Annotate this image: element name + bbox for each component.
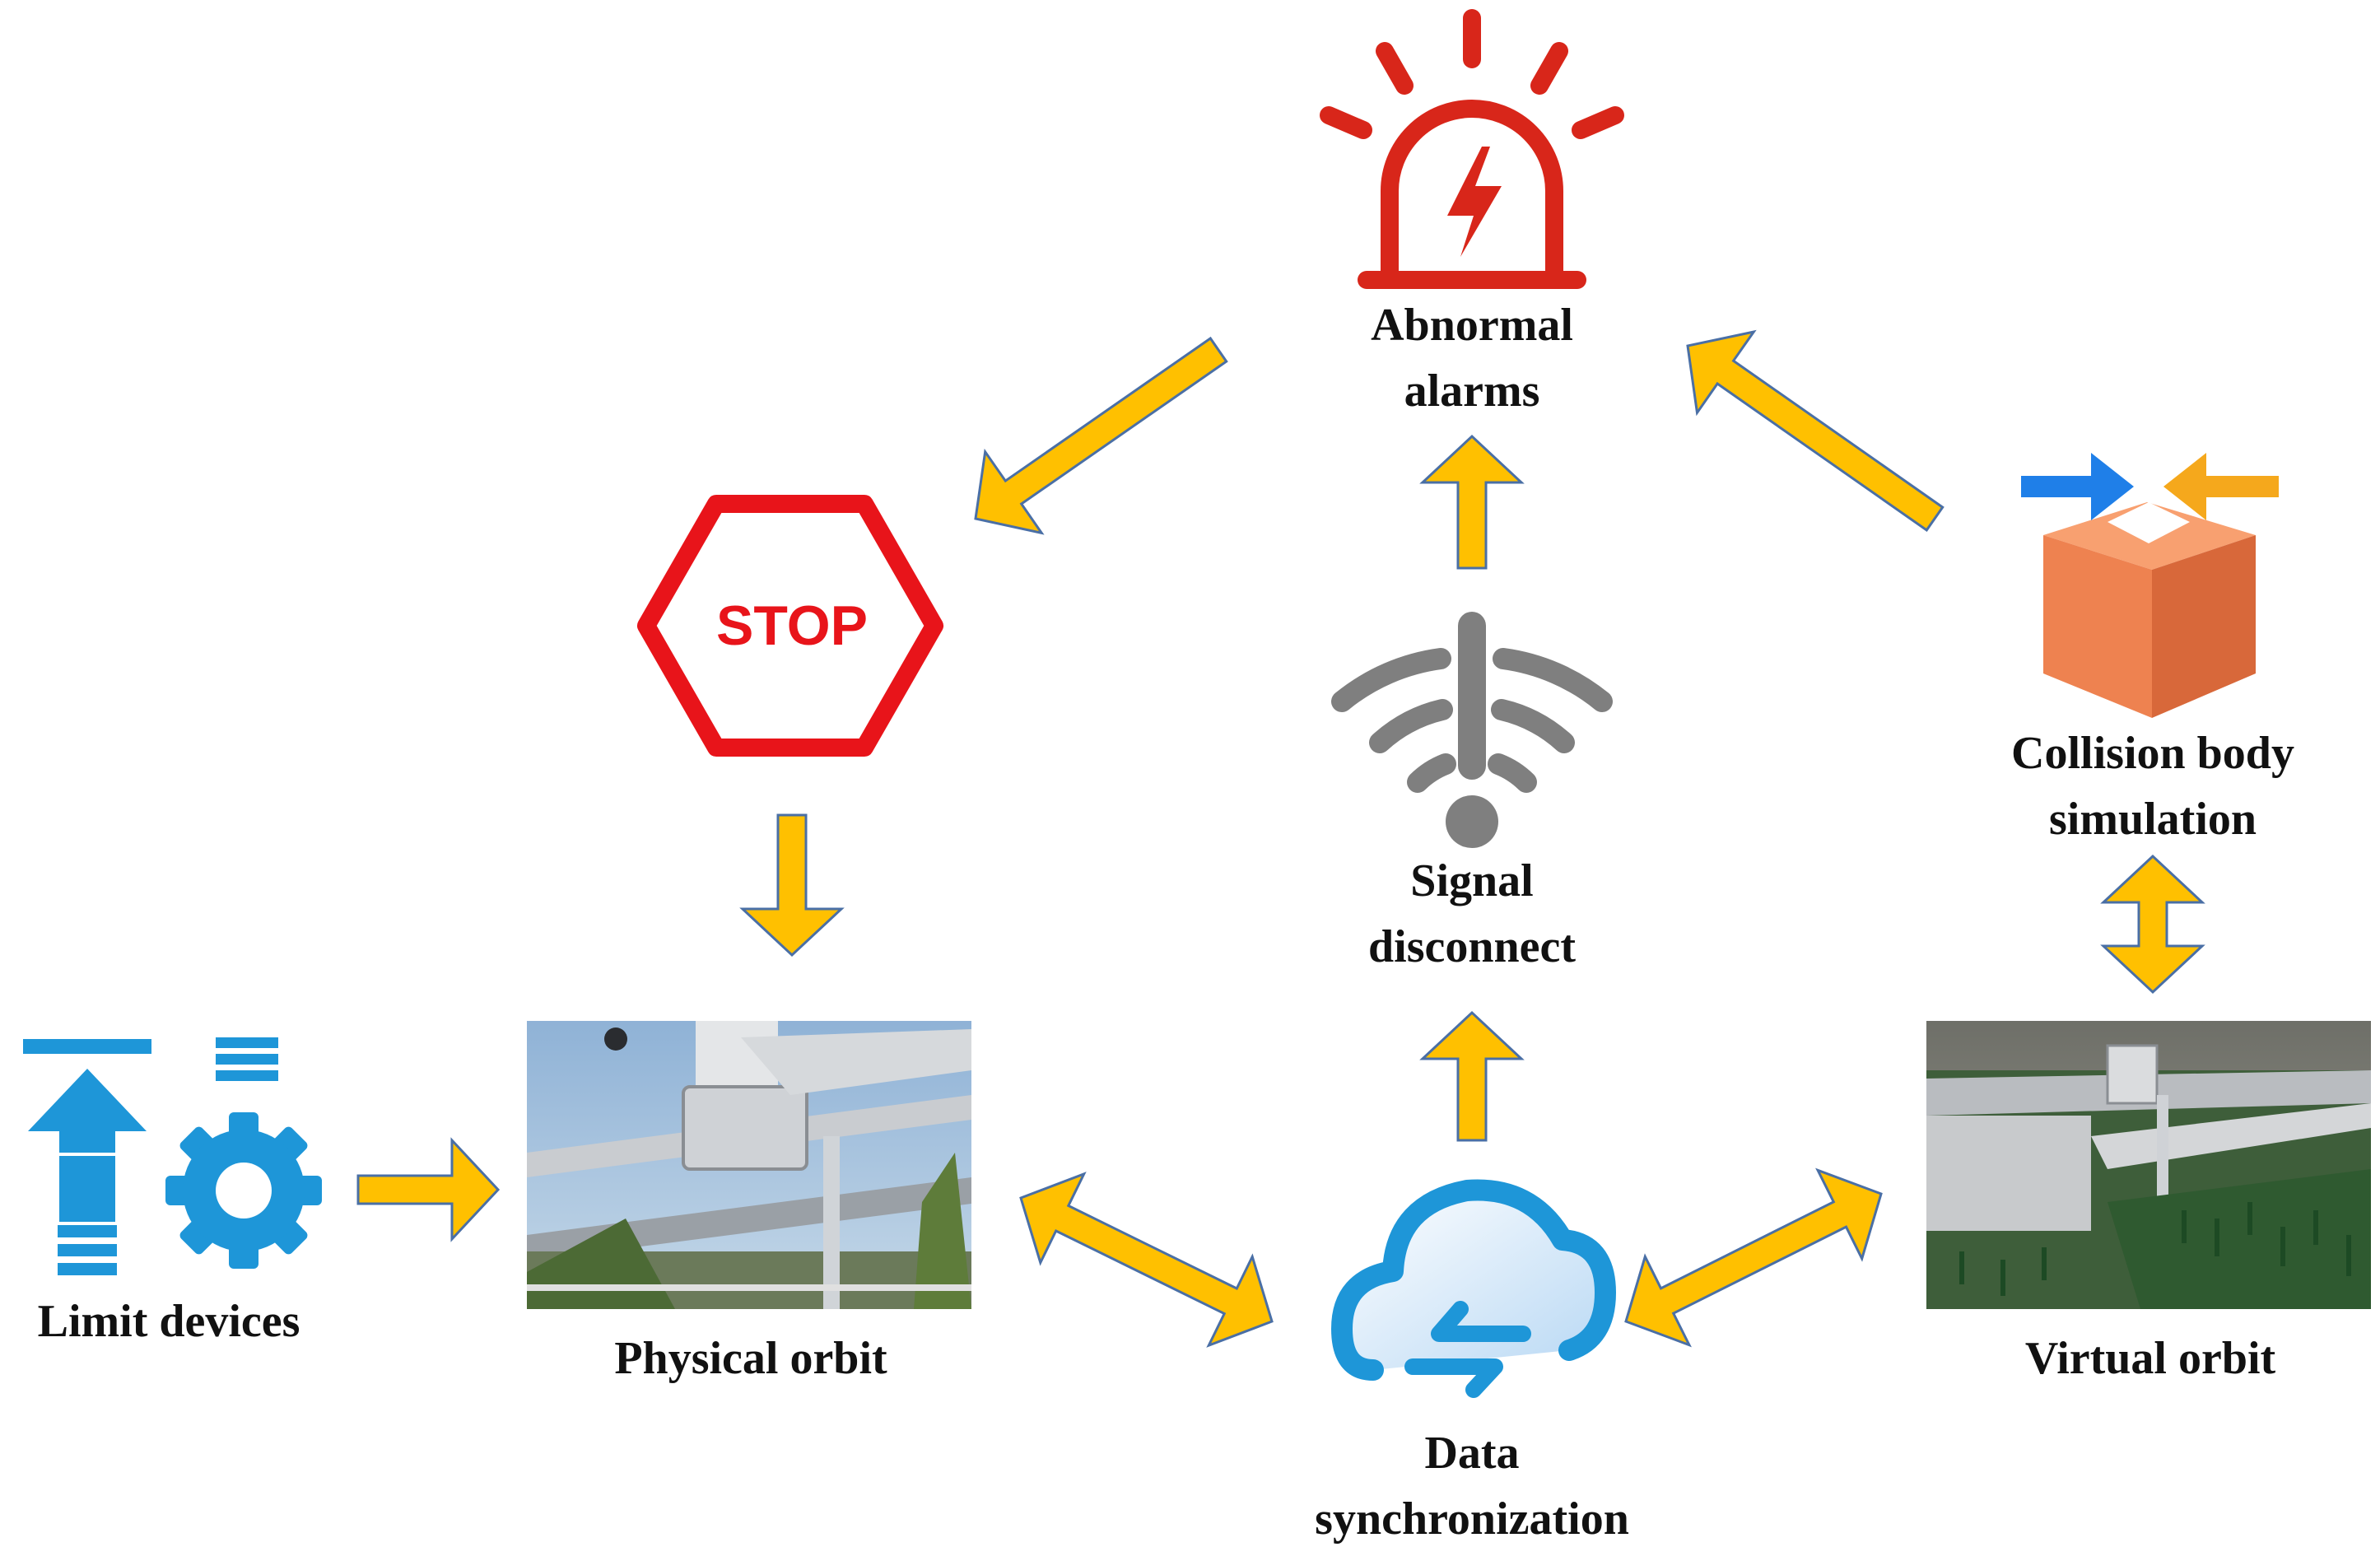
flow-arrows <box>356 329 2205 1348</box>
wifi-dot-icon <box>1446 795 1498 848</box>
signal-disconnect-line2: disconnect <box>1368 921 1576 972</box>
virtual-orbit-line1: Virtual orbit <box>2024 1333 2276 1384</box>
wifi-disconnect-icon <box>1331 612 1613 793</box>
abnormal-alarms-line2: alarms <box>1404 366 1540 417</box>
collision-body-line1: Collision body <box>2011 728 2294 779</box>
physical-orbit-image <box>527 1021 971 1309</box>
limit-devices-line1: Limit devices <box>37 1296 300 1347</box>
virtual-orbit-image <box>1926 1021 2371 1309</box>
arrow-collision-virtual <box>2100 854 2205 995</box>
arrow-stop-to-physical <box>739 813 845 958</box>
arrow-physical-data-sync <box>1019 1172 1274 1348</box>
data-sync-line1: Data <box>1424 1428 1520 1479</box>
collision-cube-icon <box>2021 453 2279 718</box>
data-synchronization-label: Data synchronization <box>1315 1420 1629 1552</box>
signal-disconnect-line1: Signal <box>1410 855 1534 906</box>
signal-disconnect-label: Signal disconnect <box>1368 848 1576 980</box>
physical-orbit-label: Physical orbit <box>614 1326 887 1391</box>
arrow-limit-to-physical <box>356 1137 501 1242</box>
arrow-signal-to-alarms <box>1419 434 1525 570</box>
cloud-sync-icon <box>1331 1179 1616 1398</box>
collision-body-simulation-label: Collision body simulation <box>2011 720 2294 852</box>
limit-devices-label: Limit devices <box>38 1288 300 1354</box>
physical-orbit-line1: Physical orbit <box>614 1333 887 1384</box>
stop-sign-text: STOP <box>716 594 868 657</box>
abnormal-alarms-line1: Abnormal <box>1371 300 1573 351</box>
abnormal-alarms-label: Abnormal alarms <box>1371 292 1573 424</box>
arrow-alarms-to-stop <box>974 336 1228 535</box>
stop-sign-icon <box>637 495 943 757</box>
data-sync-line2: synchronization <box>1315 1493 1629 1545</box>
limit-arrow-gear-icon <box>23 1037 322 1275</box>
virtual-orbit-label: Virtual orbit <box>2025 1326 2275 1391</box>
arrow-sync-to-signal <box>1419 1010 1525 1142</box>
lightning-bolt-icon <box>1447 147 1502 257</box>
collision-body-line2: simulation <box>2048 794 2257 845</box>
alarm-siren-icon <box>1320 9 1624 289</box>
arrow-collision-to-alarms <box>1686 329 1945 532</box>
arrow-virtual-data-sync <box>1624 1167 1883 1348</box>
